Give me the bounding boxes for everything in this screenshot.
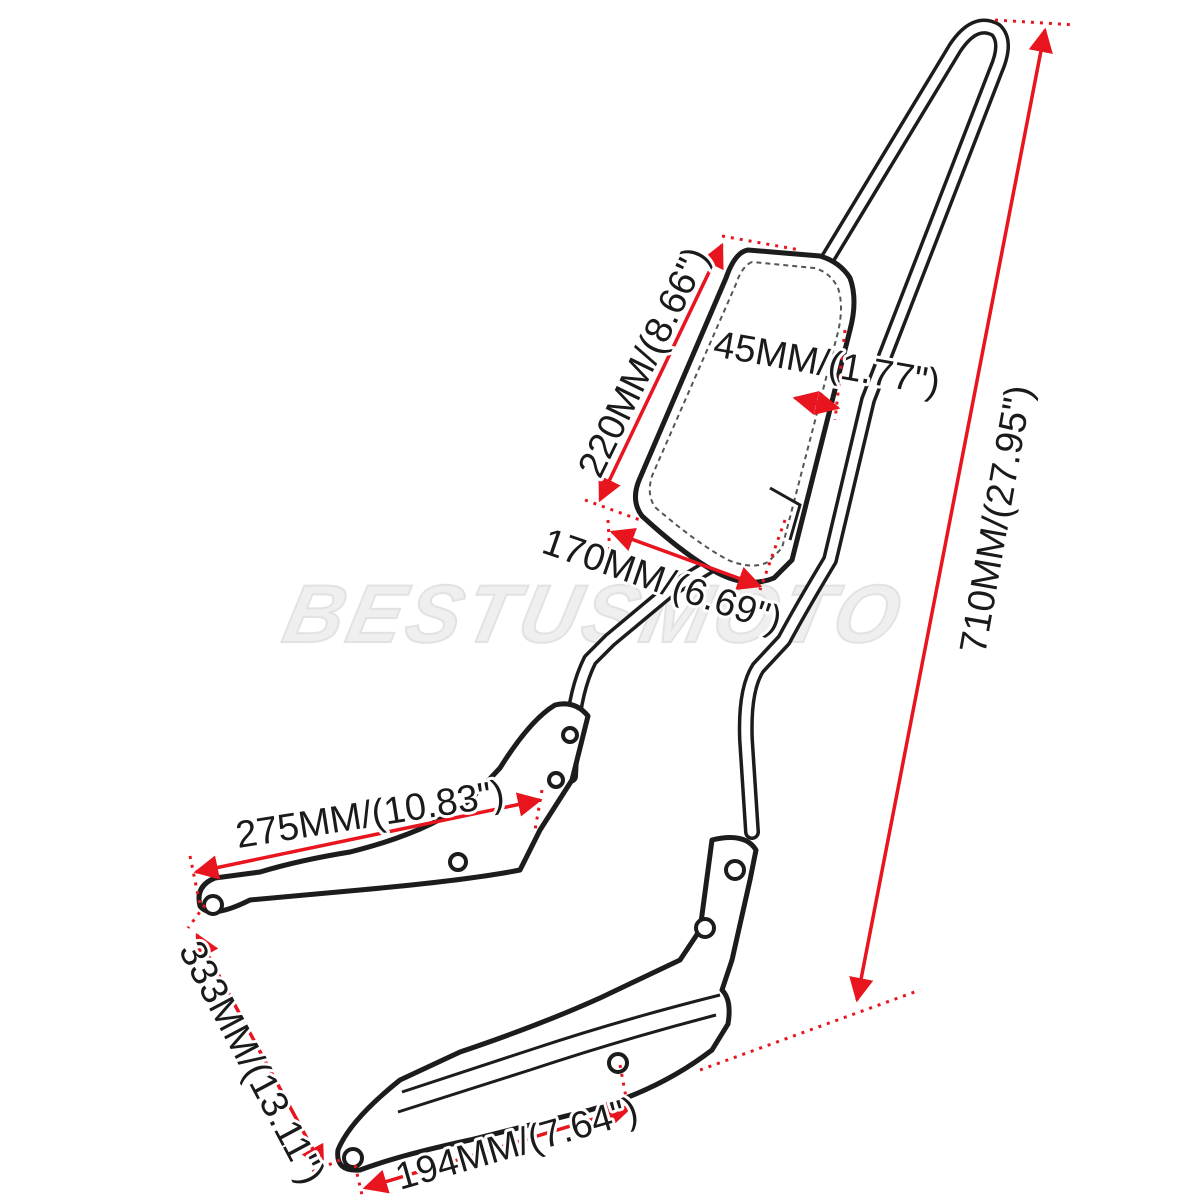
bolt-icon bbox=[561, 726, 579, 744]
dimension-lines bbox=[186, 18, 1076, 1196]
bracket-hole-icon bbox=[448, 852, 468, 872]
lower-bracket-span-label: 333MM/(13.11") bbox=[170, 935, 333, 1192]
bracket-hole-icon bbox=[607, 1052, 629, 1074]
lower-span-dimension-arrow bbox=[195, 932, 325, 1171]
pad-width-dimension-arrow bbox=[609, 528, 763, 590]
height-dimension-arrow bbox=[849, 27, 1053, 1003]
bracket-hole-icon bbox=[342, 1147, 364, 1169]
lower-bracket-dimension-arrow bbox=[362, 1102, 633, 1194]
bolt-icon bbox=[724, 859, 746, 881]
pad-depth-dimension-arrow bbox=[792, 391, 841, 415]
pad-height-dimension-arrow bbox=[598, 242, 724, 503]
height-total-label: 710MM/(27.95") bbox=[953, 382, 1041, 656]
bracket-hole-icon bbox=[202, 894, 224, 916]
bolt-icon bbox=[694, 917, 716, 939]
bolt-icon bbox=[547, 771, 565, 789]
upper-bracket-dimension-arrow bbox=[193, 792, 543, 880]
